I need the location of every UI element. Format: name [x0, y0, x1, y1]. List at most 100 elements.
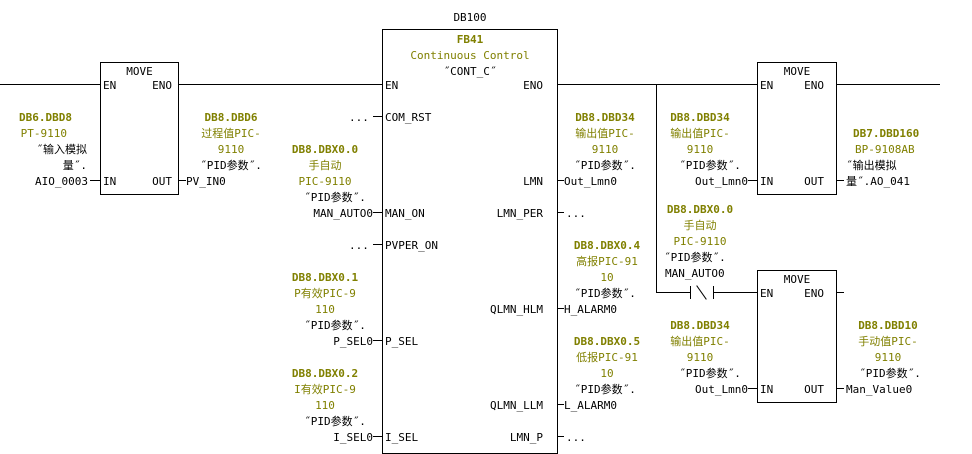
- operand-tag: BP-9108AB: [855, 143, 915, 156]
- operand-variable: MAN_AUTO0: [665, 267, 725, 280]
- pin-eno: ENO: [152, 79, 172, 92]
- pin-eno: ENO: [523, 79, 543, 92]
- operand-comment: ˝PID参数˝.: [574, 383, 636, 396]
- operand-comment: ˝PID参数˝.: [859, 367, 921, 380]
- operand-variable: H_ALARM0: [564, 303, 617, 316]
- block-number: FB41: [456, 33, 484, 46]
- pin-i-sel: I_SEL: [385, 431, 419, 444]
- operand-comment: ˝PID参数˝.: [304, 415, 366, 428]
- pin-man-on: MAN_ON: [385, 207, 425, 220]
- pin-pvper-on: PVPER_ON: [385, 239, 438, 252]
- operand-address: DB8.DBX0.4: [573, 239, 641, 252]
- pin-out: OUT: [804, 175, 824, 188]
- pin-en: EN: [760, 79, 774, 92]
- operand-variable: P_SEL0: [333, 335, 373, 348]
- operand-comment: ˝PID参数˝.: [200, 159, 262, 172]
- operand-variable: I_SEL0: [333, 431, 373, 444]
- operand-comment: ˝输入模拟: [36, 143, 87, 156]
- operand-address: DB7.DBD160: [853, 127, 920, 140]
- operand-tag: 9110: [686, 143, 714, 156]
- operand-tag: 9110: [591, 143, 619, 156]
- operand-variable: MAN_AUTO0: [313, 207, 373, 220]
- operand-tag: 9110: [686, 351, 714, 364]
- operand-tag: 9110: [874, 351, 902, 364]
- operand-tag: P有效PIC-9: [294, 287, 356, 300]
- block-title: MOVE: [126, 65, 153, 78]
- pin-in: IN: [103, 175, 117, 188]
- operand-tag: 手动值PIC-: [858, 335, 918, 348]
- pin-out: OUT: [152, 175, 172, 188]
- move-block-1[interactable]: MOVE EN ENO IN OUT: [100, 62, 179, 195]
- operand-tag: 手自动: [683, 219, 717, 232]
- pin-qlmn-llm: QLMN_LLM: [490, 399, 543, 412]
- operand-tag: 10: [600, 271, 614, 284]
- block-symbol: ˝CONT_C˝: [443, 65, 497, 78]
- operand-tag: 过程值PIC-: [201, 127, 261, 140]
- pin-lmn-p: LMN_P: [509, 431, 543, 444]
- operand-variable: PV_IN0: [186, 175, 226, 188]
- operand-tag: 9110: [217, 143, 245, 156]
- operand-address: DB8.DBD34: [575, 111, 635, 124]
- operand-address: DB8.DBX0.0: [291, 143, 359, 156]
- operand-tag: 手自动: [308, 159, 342, 172]
- operand-tag: 输出值PIC-: [575, 127, 635, 140]
- operand-address: DB8.DBX0.5: [573, 335, 641, 348]
- operand-tag: 输出值PIC-: [670, 335, 730, 348]
- operand-comment: ˝PID参数˝.: [679, 159, 741, 172]
- pin-en: EN: [760, 287, 774, 300]
- operand-address: DB8.DBD34: [670, 319, 730, 332]
- operand-comment: ˝PID参数˝.: [664, 251, 726, 264]
- operand-tag: 高报PIC-91: [576, 255, 638, 268]
- operand-tag: PIC-9110: [673, 235, 727, 248]
- instance-db-label: DB100: [453, 11, 487, 24]
- unconnected-pvper-on: ...: [349, 239, 369, 252]
- operand-address: DB8.DBX0.2: [291, 367, 359, 380]
- pin-eno: ENO: [804, 287, 824, 300]
- operand-address: DB8.DBD6: [204, 111, 258, 124]
- block-title: MOVE: [783, 65, 811, 78]
- pin-in: IN: [760, 175, 774, 188]
- pin-en: EN: [103, 79, 117, 92]
- fb41-block[interactable]: FB41 Continuous Control ˝CONT_C˝ EN ENO …: [382, 29, 558, 454]
- pin-lmn: LMN: [523, 175, 543, 188]
- unconnected-com-rst: ...: [349, 111, 369, 124]
- pin-eno: ENO: [804, 79, 824, 92]
- operand-comment: 量˝.: [62, 159, 87, 172]
- operand-address: DB6.DBD8: [19, 111, 72, 124]
- block-title: MOVE: [783, 273, 811, 286]
- operand-comment: ˝PID参数˝.: [574, 287, 636, 300]
- operand-tag: PT-9110: [20, 127, 67, 140]
- operand-variable: Out_Lmn0: [695, 383, 748, 396]
- operand-comment: ˝PID参数˝.: [574, 159, 636, 172]
- operand-address: DB8.DBD10: [858, 319, 918, 332]
- move-block-2[interactable]: MOVE EN ENO IN OUT: [757, 62, 837, 195]
- operand-address: DB8.DBX0.0: [666, 203, 734, 216]
- pin-lmn-per: LMN_PER: [496, 207, 543, 220]
- operand-variable: Out_Lmn0: [695, 175, 748, 188]
- operand-address: DB8.DBX0.1: [291, 271, 359, 284]
- unconnected-lmn-p: ...: [566, 431, 586, 444]
- operand-tag: PIC-9110: [298, 175, 352, 188]
- operand-variable: Man_Value0: [846, 383, 913, 396]
- operand-tag: 110: [315, 303, 335, 316]
- operand-tag: I有效PIC-9: [294, 383, 356, 396]
- pin-en: EN: [385, 79, 399, 92]
- operand-address: DB8.DBD34: [670, 111, 730, 124]
- operand-variable: Out_Lmn0: [564, 175, 617, 188]
- operand-tag: 10: [600, 367, 614, 380]
- operand-variable: L_ALARM0: [564, 399, 617, 412]
- pin-out: OUT: [804, 383, 824, 396]
- pin-p-sel: P_SEL: [385, 335, 419, 348]
- operand-tag: 输出值PIC-: [670, 127, 730, 140]
- operand-comment: ˝PID参数˝.: [679, 367, 741, 380]
- move-block-3[interactable]: MOVE EN ENO IN OUT: [757, 270, 837, 403]
- operand-comment: ˝PID参数˝.: [304, 191, 366, 204]
- pin-qlmn-hlm: QLMN_HLM: [490, 303, 543, 316]
- pin-in: IN: [760, 383, 774, 396]
- pin-com-rst: COM_RST: [385, 111, 432, 124]
- unconnected-lmn-per: ...: [566, 207, 586, 220]
- operand-tag: 低报PIC-91: [576, 351, 638, 364]
- block-comment: Continuous Control: [410, 49, 530, 62]
- operand-comment: 量˝.AO_041: [846, 175, 910, 188]
- operand-comment: ˝输出模拟: [846, 159, 897, 172]
